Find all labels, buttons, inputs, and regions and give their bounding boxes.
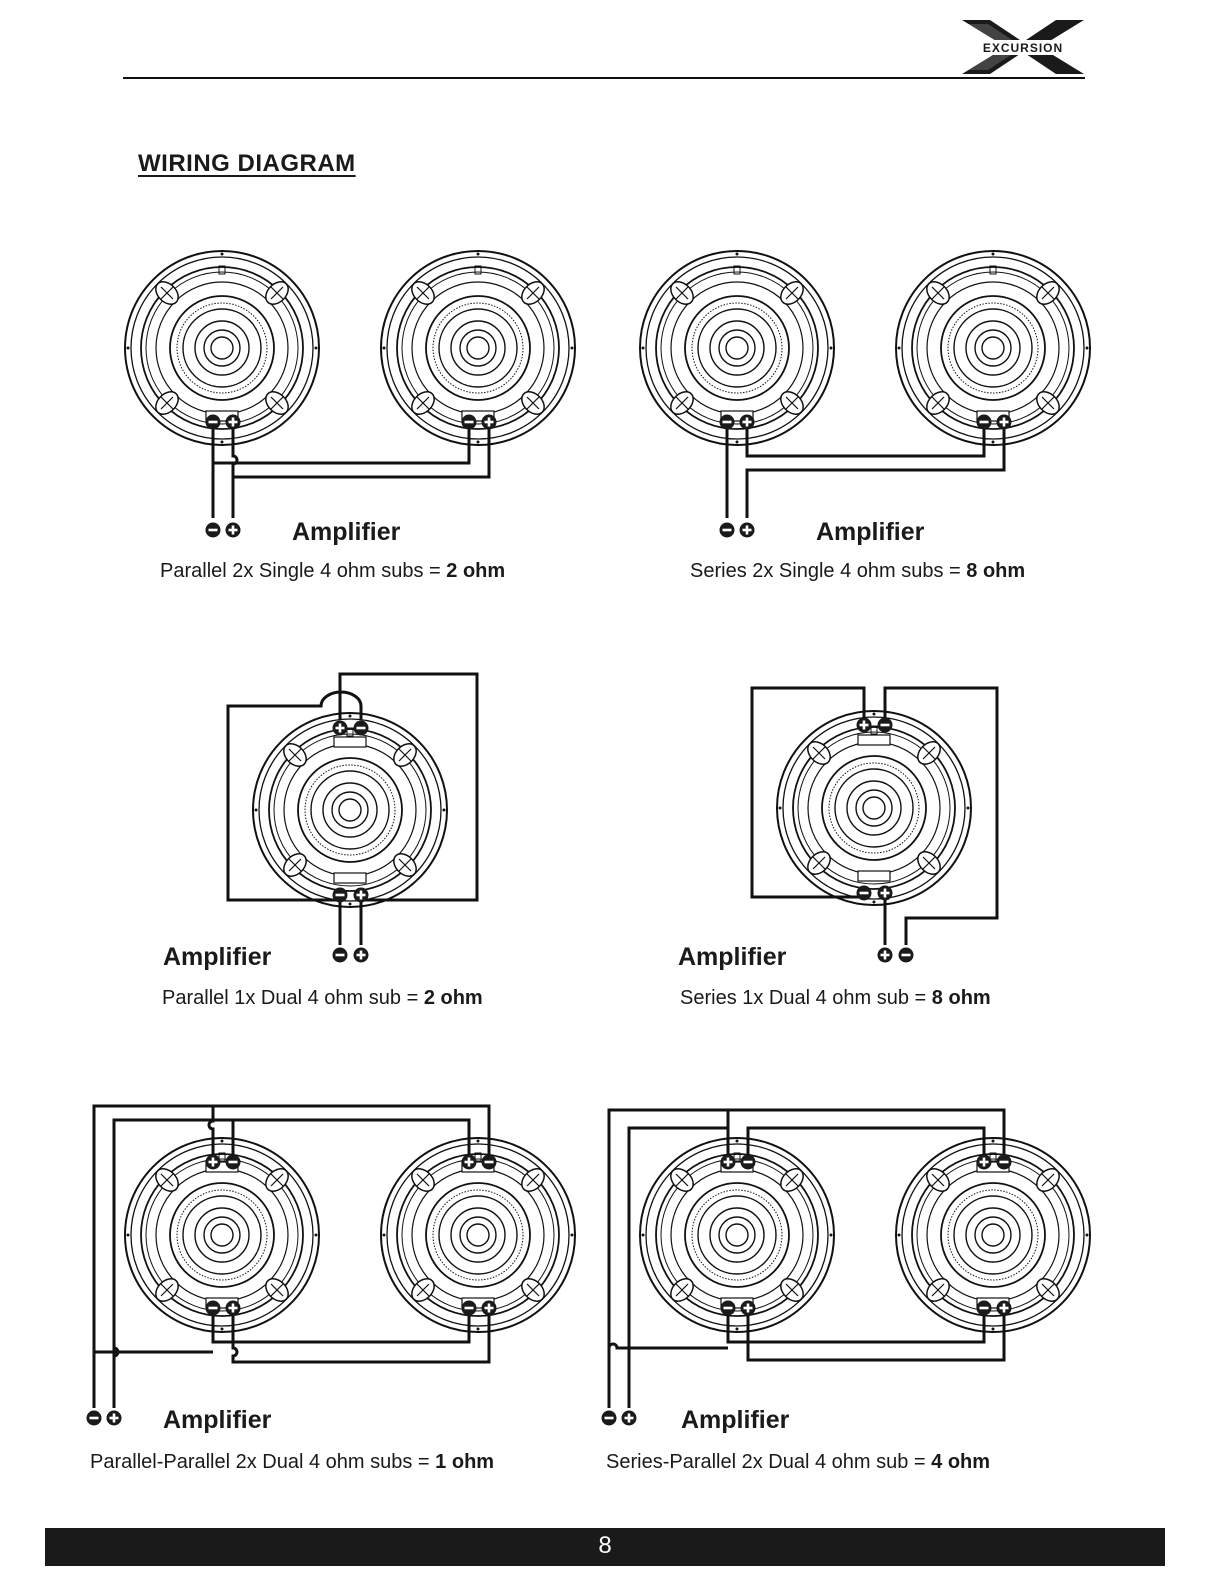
amplifier-label: Amplifier <box>678 943 787 971</box>
header-rule <box>123 77 1085 79</box>
diagram-caption: Parallel 1x Dual 4 ohm sub = 2 ohm <box>162 987 483 1009</box>
subwoofer-b <box>381 1138 575 1332</box>
amplifier-label: Amplifier <box>681 1406 790 1434</box>
amplifier-label: Amplifier <box>816 518 925 546</box>
diagram-parallel-2x-single: Amplifier Parallel 2x Single 4 ohm subs … <box>124 250 576 582</box>
subwoofer-b <box>895 250 1091 446</box>
diagram-caption: Series 1x Dual 4 ohm sub = 8 ohm <box>680 987 991 1009</box>
diagram-caption: Series 2x Single 4 ohm subs = 8 ohm <box>690 560 1025 582</box>
section-title: WIRING DIAGRAM <box>138 150 356 177</box>
subwoofer-a <box>125 1138 319 1332</box>
subwoofer-b <box>896 1138 1090 1332</box>
footer-bar: 8 <box>45 1528 1165 1566</box>
subwoofer-dual <box>777 711 971 905</box>
diagram-series-1x-dual: Amplifier Series 1x Dual 4 ohm sub = 8 o… <box>678 686 999 1009</box>
diagram-caption: Parallel-Parallel 2x Dual 4 ohm subs = 1… <box>90 1451 494 1473</box>
diagram-parallel-1x-dual: Amplifier Parallel 1x Dual 4 ohm sub = 2… <box>162 672 483 1009</box>
svg-text:EXCURSION: EXCURSION <box>983 41 1063 55</box>
subwoofer-a <box>640 1138 834 1332</box>
diagram-caption: Series-Parallel 2x Dual 4 ohm sub = 4 oh… <box>606 1451 990 1473</box>
subwoofer-a <box>124 250 320 446</box>
diagram-parallel-parallel-2x-dual: Amplifier Parallel-Parallel 2x Dual 4 oh… <box>86 1104 576 1473</box>
page-number: 8 <box>598 1532 612 1559</box>
amplifier-label: Amplifier <box>163 943 272 971</box>
amplifier-label: Amplifier <box>292 518 401 546</box>
excursion-logo: EXCURSION <box>962 20 1084 74</box>
diagram-caption: Parallel 2x Single 4 ohm subs = 2 ohm <box>160 560 505 582</box>
subwoofer-b <box>380 250 576 446</box>
diagram-series-2x-single: Amplifier Series 2x Single 4 ohm subs = … <box>639 250 1091 582</box>
subwoofer-dual <box>253 713 447 907</box>
amplifier-label: Amplifier <box>163 1406 272 1434</box>
subwoofer-a <box>639 250 835 446</box>
diagram-series-parallel-2x-dual: Amplifier Series-Parallel 2x Dual 4 ohm … <box>601 1108 1091 1473</box>
